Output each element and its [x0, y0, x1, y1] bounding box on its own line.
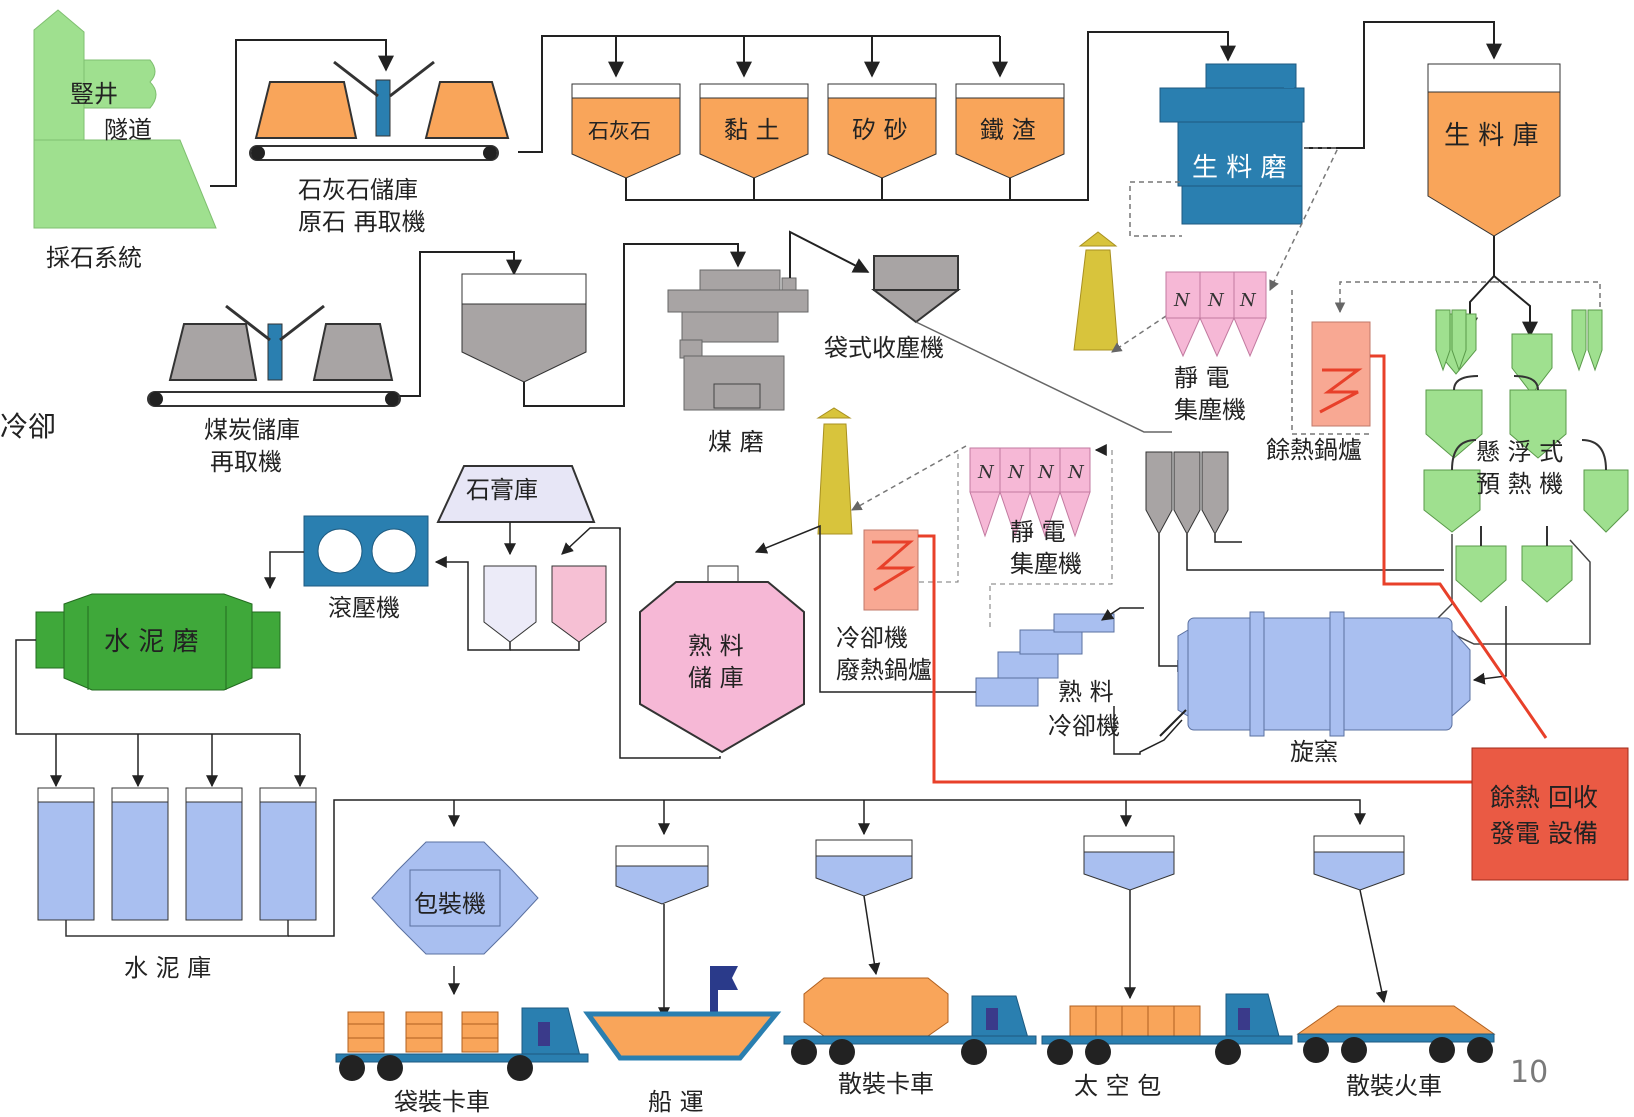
- coal-mill-label: 煤 磨: [708, 428, 764, 456]
- hopper-sand: 矽 砂: [827, 83, 937, 179]
- shaft-label: 豎井: [70, 80, 118, 108]
- clinker-cooler-label-2: 冷卻機: [1048, 712, 1120, 740]
- svg-text:N: N: [1207, 290, 1225, 311]
- esp-2-label-a: 靜 電: [1010, 518, 1066, 546]
- cement-mill: 水 泥 磨: [35, 593, 281, 691]
- power-label-2: 發電 設備: [1490, 819, 1598, 848]
- bulk-train-label: 散裝火車: [1346, 1072, 1442, 1100]
- whb-1-label: 餘熱鍋爐: [1266, 436, 1362, 464]
- bulk-train: 散裝火車: [1296, 835, 1496, 1100]
- raw-silo-label: 生 料 庫: [1444, 121, 1539, 151]
- bulk-truck: 散裝卡車: [783, 839, 1037, 1098]
- bag-truck-label: 袋裝卡車: [394, 1088, 490, 1116]
- clinker-cooler-label-1: 熟 料: [1058, 678, 1114, 706]
- hopper-3-label: 矽 砂: [852, 116, 908, 144]
- svg-text:N: N: [1239, 290, 1257, 311]
- electrostatic-precipitator-2: N N N N 靜 電 集塵機: [969, 447, 1091, 578]
- limestone-store: 石灰石儲庫 原石 再取機: [249, 60, 510, 236]
- coal-bins: [1145, 451, 1229, 536]
- coal-mill: 煤 磨: [667, 269, 809, 456]
- esp-2-label-b: 集塵機: [1010, 550, 1082, 578]
- clinker-silo-label-2: 儲 庫: [688, 664, 744, 692]
- svg-text:N: N: [1067, 462, 1085, 483]
- raw-mill-label: 生 料 磨: [1192, 153, 1287, 183]
- svg-text:N: N: [1173, 290, 1191, 311]
- clinker-silo-label-1: 熟 料: [688, 632, 744, 660]
- cement-mill-label: 水 泥 磨: [104, 627, 199, 657]
- esp-1-label-b: 集塵機: [1174, 396, 1246, 424]
- cement-silo-label: 水 泥 庫: [124, 954, 211, 982]
- stack-2: [816, 407, 853, 535]
- hopper-4-label: 鐵 渣: [980, 116, 1036, 144]
- waste-heat-boiler-1: 餘熱鍋爐: [1266, 321, 1371, 464]
- esp-1-label-a: 靜 電: [1174, 364, 1230, 392]
- quarry-label: 採石系統: [46, 244, 142, 272]
- svg-text:N: N: [1037, 462, 1055, 483]
- left-edge-text: 冷卻: [0, 410, 56, 443]
- limestone-store-label-1: 石灰石儲庫: [298, 176, 418, 204]
- coal-store-label-1: 煤炭儲庫: [204, 416, 300, 444]
- cooler-whb-label-1: 冷卻機: [836, 624, 908, 652]
- hopper-1-label: 石灰石: [588, 119, 651, 143]
- raw-meal-silo: 生 料 庫: [1427, 63, 1561, 237]
- svg-text:N: N: [1007, 462, 1025, 483]
- waste-heat-power-generation: 餘熱 回收 發電 設備: [1471, 747, 1629, 881]
- stack-1: [1073, 231, 1119, 351]
- raw-material-hoppers: 石灰石 黏 土 矽 砂 鐵 渣: [571, 83, 1065, 179]
- kiln-label: 旋窯: [1290, 738, 1338, 766]
- coal-store-label-2: 再取機: [210, 448, 282, 476]
- bulk-truck-label: 散裝卡車: [838, 1070, 934, 1098]
- packing-machine: 包裝機: [371, 841, 539, 955]
- quarry-system: 豎井 隧道 採石系統: [33, 9, 217, 272]
- electrostatic-precipitator-1: N N N 靜 電 集塵機: [1165, 271, 1267, 424]
- bag-truck: 袋裝卡車: [335, 1007, 589, 1116]
- hopper-2-label: 黏 土: [724, 116, 780, 144]
- gypsum-store: 石膏庫: [436, 465, 596, 523]
- svg-text:N: N: [977, 462, 995, 483]
- cooler-waste-heat-boiler: 冷卻機 廢熱鍋爐: [836, 529, 932, 684]
- hopper-limestone: 石灰石: [571, 83, 681, 179]
- ship-label: 船 運: [648, 1088, 704, 1116]
- ship: 船 運: [583, 845, 782, 1116]
- raw-mill: 生 料 磨: [1159, 63, 1305, 225]
- jumbo-bag-truck: 太 空 包: [1041, 835, 1293, 1100]
- roller-press-label: 滾壓機: [328, 594, 400, 622]
- coal-store: 煤炭儲庫 再取機: [147, 304, 401, 476]
- preheater-label-1: 懸 浮 式: [1476, 438, 1563, 466]
- coal-hopper: [461, 273, 587, 383]
- cement-silos: 水 泥 庫: [37, 787, 317, 982]
- preheater-label-2: 預 熱 機: [1476, 470, 1563, 498]
- jumbo-bag-label: 太 空 包: [1074, 1072, 1161, 1100]
- bag-filter-label: 袋式收塵機: [824, 334, 944, 362]
- clinker-silo: 熟 料 儲 庫: [639, 565, 805, 754]
- additive-bins: [483, 565, 607, 643]
- hopper-clay: 黏 土: [699, 83, 809, 179]
- cooler-whb-label-2: 廢熱鍋爐: [836, 656, 932, 684]
- power-label-1: 餘熱 回收: [1490, 783, 1598, 812]
- roller-press: 滾壓機: [303, 515, 429, 622]
- rotary-kiln: 旋窯: [1177, 611, 1471, 766]
- clinker-cooler: 熟 料 冷卻機: [975, 613, 1120, 740]
- page-number: 10: [1510, 1055, 1548, 1090]
- gypsum-label: 石膏庫: [466, 476, 538, 504]
- suspension-preheater: 懸 浮 式 預 熱 機: [1423, 236, 1629, 645]
- packer-label: 包裝機: [414, 890, 486, 918]
- bag-filter: 袋式收塵機: [824, 255, 961, 362]
- tunnel-label: 隧道: [104, 116, 152, 144]
- hopper-slag: 鐵 渣: [955, 83, 1065, 179]
- limestone-store-label-2: 原石 再取機: [298, 208, 426, 236]
